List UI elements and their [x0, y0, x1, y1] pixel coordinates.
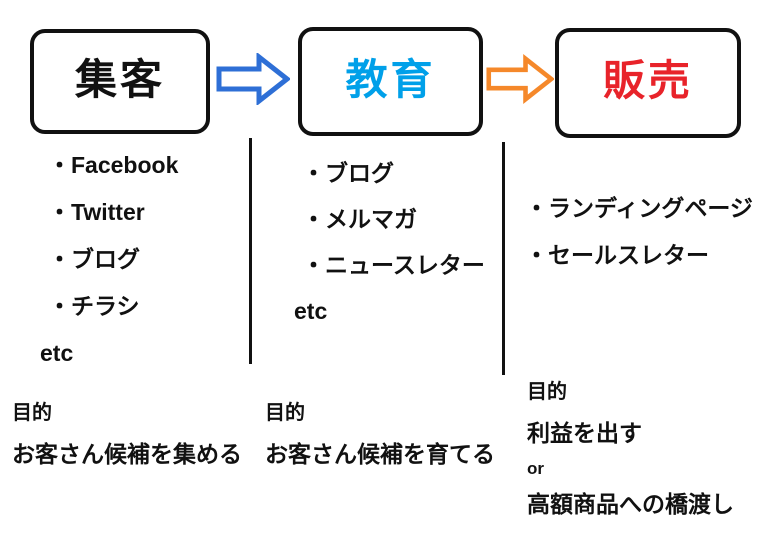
educate-purpose: 目的 お客さん候補を育てる — [265, 400, 495, 479]
etc-label: etc — [294, 298, 328, 324]
list-item: ・メルマガ — [302, 206, 417, 232]
purpose-line: お客さん候補を育てる — [265, 441, 495, 467]
sell-channel-list: ・ランディングページ ・セールスレター — [517, 194, 753, 288]
list-item: ・セールスレター — [525, 242, 709, 268]
purpose-line: 高額商品への橋渡し — [527, 491, 734, 517]
list-item: ・Facebook — [48, 152, 179, 178]
purpose-line: 利益を出す — [527, 420, 642, 446]
etc-label: etc — [40, 340, 74, 366]
purpose-label: 目的 — [265, 402, 305, 424]
stage-box-educate: 教育 — [298, 27, 483, 136]
stage-title-sell: 販売 — [602, 57, 693, 104]
attract-purpose: 目的 お客さん候補を集める — [12, 400, 242, 479]
stage-title-attract: 集客 — [74, 55, 165, 103]
purpose-line: お客さん候補を集める — [12, 441, 242, 467]
list-item: ・ランディングページ — [525, 195, 753, 221]
educate-channel-list: ・ブログ ・メルマガ ・ニュースレター etc — [294, 159, 485, 343]
right-arrow-shape — [486, 54, 554, 104]
list-item: ・ニュースレター — [302, 252, 485, 278]
divider-line-1 — [249, 138, 252, 364]
right-arrow-icon-blue — [216, 53, 290, 105]
purpose-label: 目的 — [527, 381, 567, 403]
list-item: ・ブログ — [302, 160, 394, 186]
stage-box-attract: 集客 — [30, 29, 210, 134]
stage-title-educate: 教育 — [345, 55, 436, 103]
attract-channel-list: ・Facebook ・Twitter ・ブログ ・チラシ etc — [40, 151, 178, 386]
purpose-line-or: or — [527, 459, 544, 478]
right-arrow-shape — [216, 53, 290, 105]
purpose-label: 目的 — [12, 402, 52, 424]
right-arrow-icon-orange — [486, 54, 554, 104]
list-item: ・チラシ — [48, 293, 140, 319]
sell-purpose: 目的 利益を出す or 高額商品への橋渡し — [527, 379, 734, 529]
divider-line-2 — [502, 142, 505, 375]
list-item: ・ブログ — [48, 246, 140, 272]
stage-box-sell: 販売 — [555, 28, 741, 138]
list-item: ・Twitter — [48, 199, 145, 225]
